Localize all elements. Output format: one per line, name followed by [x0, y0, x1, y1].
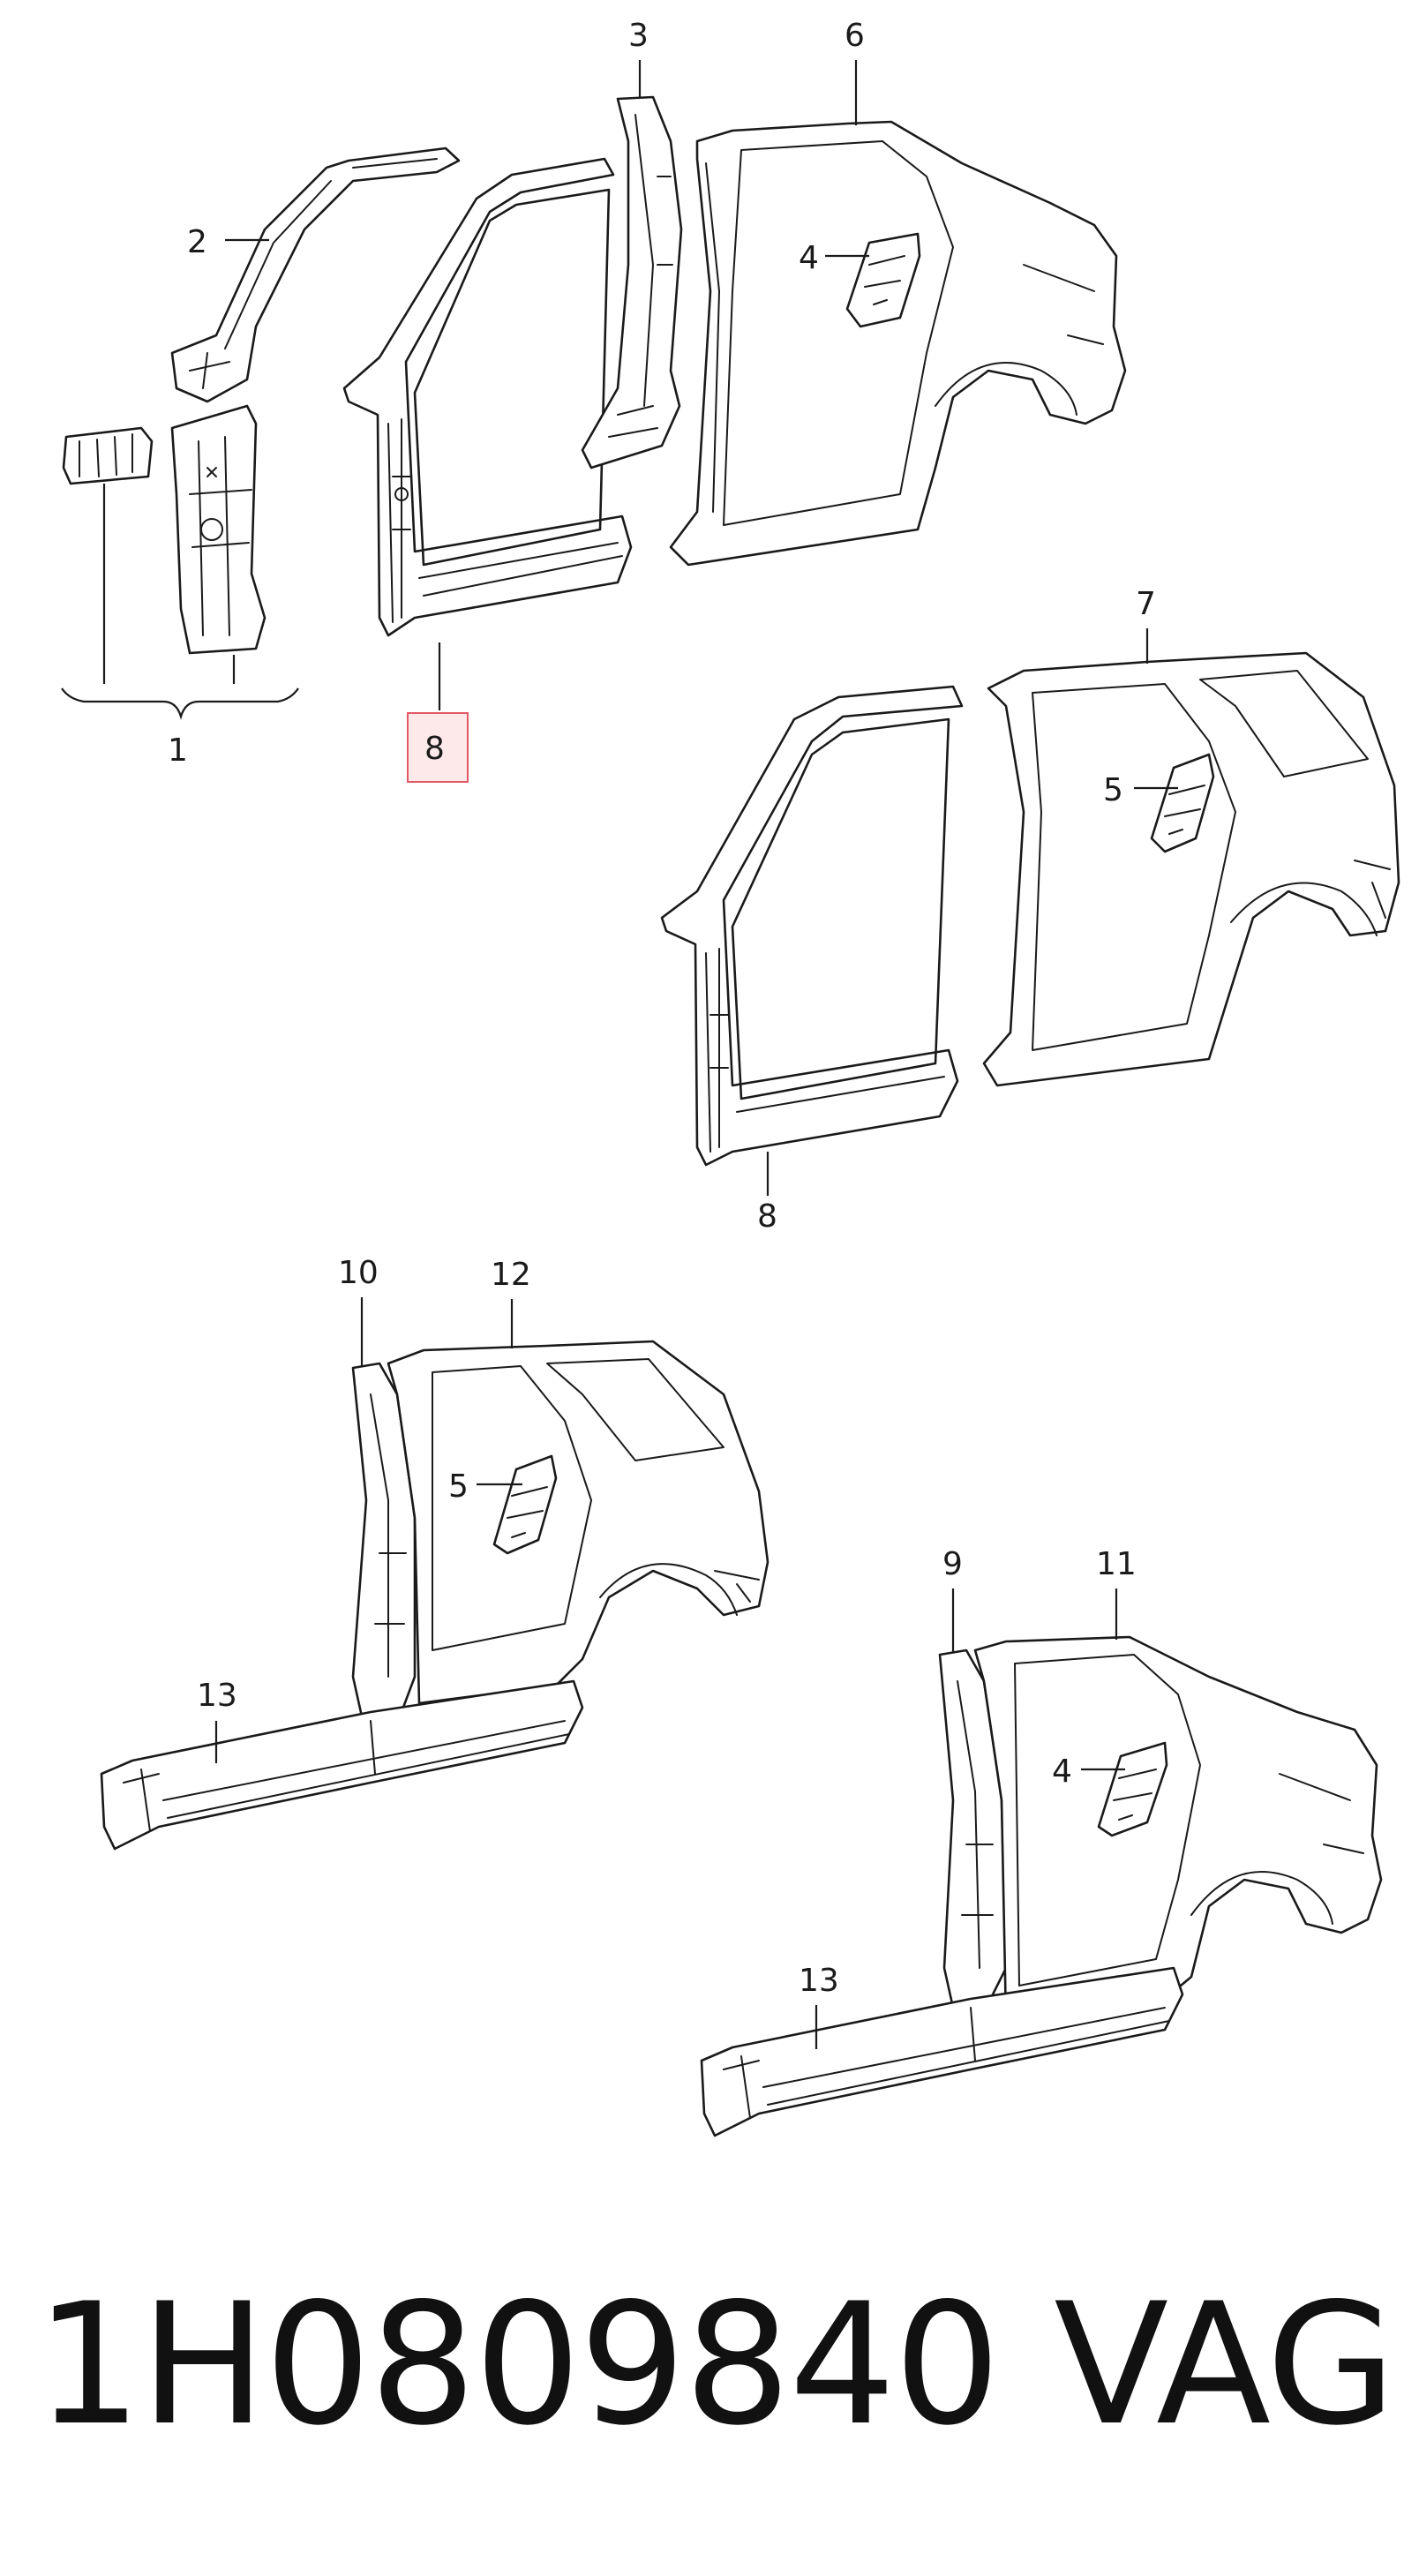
- callout-number: 1: [168, 732, 188, 769]
- part-1-front-pillar-assembly[interactable]: [62, 404, 267, 655]
- callout-number: 3: [628, 18, 649, 54]
- callout-number: 2: [187, 224, 207, 260]
- part-13-sill-panel-sedan[interactable]: [700, 1966, 1184, 2137]
- callout-number: 7: [1136, 586, 1156, 622]
- part-4-bracket-sedan[interactable]: [845, 232, 921, 328]
- callout-number: 13: [799, 1963, 839, 1999]
- callout-number: 5: [1103, 772, 1123, 808]
- leader-line: [61, 687, 299, 720]
- callout-number: 12: [491, 1257, 531, 1293]
- part-11-rear-side-panel-sedan[interactable]: [973, 1635, 1383, 2023]
- footer: 1H0809840 VAG: [35, 2267, 1396, 2462]
- callout-number: 9: [942, 1546, 963, 1582]
- part-4-bracket-sedan-2[interactable]: [1097, 1741, 1168, 1837]
- part-5-bracket-wagon-2[interactable]: [492, 1454, 558, 1555]
- part-6-rear-side-panel-sedan[interactable]: [669, 120, 1127, 567]
- part-2-upper-a-pillar[interactable]: [170, 146, 461, 403]
- callout-number: 13: [197, 1678, 237, 1714]
- part-12-rear-side-panel-wagon[interactable]: [387, 1340, 770, 1705]
- part-3-b-pillar[interactable]: [581, 95, 683, 469]
- part-8-side-frame-wagon[interactable]: [660, 685, 964, 1167]
- part-number: 1H0809840: [35, 2267, 1001, 2462]
- callout-number: 8: [424, 731, 445, 767]
- part-8-side-frame-front[interactable]: [342, 157, 633, 637]
- callout-number: 5: [448, 1468, 469, 1505]
- part-5-bracket-wagon-1[interactable]: [1150, 753, 1215, 853]
- brand-label: VAG: [1054, 2267, 1396, 2462]
- part-13-sill-panel-wagon[interactable]: [100, 1679, 584, 1851]
- part-10-b-pillar-wagon[interactable]: [351, 1362, 417, 1718]
- part-9-b-pillar-sedan[interactable]: [938, 1648, 1008, 2009]
- callout-number: 11: [1096, 1546, 1137, 1582]
- callout-number: 8: [757, 1198, 777, 1235]
- callout-number: 4: [799, 240, 819, 276]
- callout-number: 4: [1052, 1754, 1072, 1790]
- callout-number: 10: [338, 1255, 379, 1291]
- callout-number: 6: [845, 18, 865, 54]
- part-7-rear-side-panel-wagon[interactable]: [982, 651, 1400, 1087]
- highlight-callout-box: [407, 712, 469, 783]
